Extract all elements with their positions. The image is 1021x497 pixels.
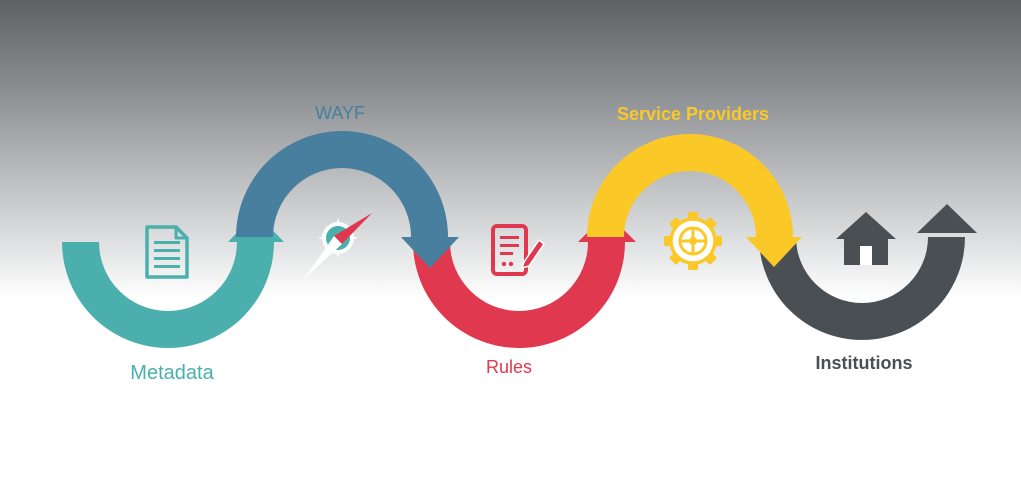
- service-providers-arc: [587, 134, 802, 267]
- label-service-providers: Service Providers: [616, 104, 770, 124]
- label-institutions: Institutions: [815, 353, 913, 373]
- contract-icon: [491, 224, 545, 276]
- rules-arc-band: [413, 242, 625, 348]
- wayf-arc-band: [236, 131, 448, 237]
- home-icon: [836, 212, 896, 265]
- service-providers-arc-band: [587, 134, 793, 237]
- institutions-arc-band: [759, 237, 965, 340]
- label-metadata: Metadata: [130, 362, 214, 384]
- document-icon: [145, 225, 189, 279]
- metadata-arc-band: [62, 242, 274, 348]
- compass-icon: [304, 213, 372, 279]
- wayf-arrowhead: [401, 237, 459, 268]
- gear-icon: [664, 212, 722, 270]
- label-rules: Rules: [485, 357, 533, 377]
- institutions-arrowhead: [917, 204, 977, 233]
- wayf-arc: [236, 131, 459, 268]
- label-wayf: WAYF: [315, 103, 365, 123]
- service-providers-arrowhead: [746, 237, 802, 267]
- institutions-arc: [759, 204, 977, 340]
